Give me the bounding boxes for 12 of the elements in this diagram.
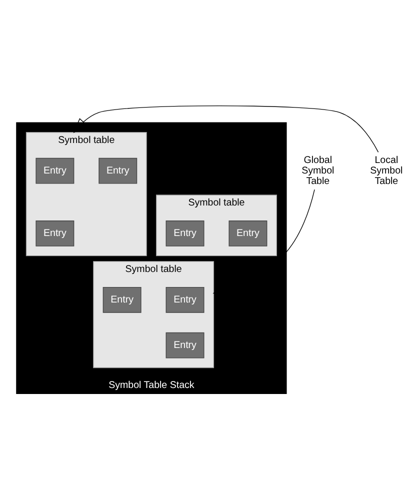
node-text: Local Symbol Table bbox=[370, 154, 403, 186]
node-text: Global Symbol Table bbox=[302, 154, 334, 186]
node-box: Entry bbox=[36, 157, 74, 184]
node-box: Entry bbox=[36, 220, 74, 246]
node-box: Entry bbox=[102, 286, 142, 312]
node-box: Entry bbox=[166, 220, 204, 246]
node-box: Entry bbox=[228, 220, 268, 246]
arrow bbox=[212, 188, 315, 294]
node-box: Entry bbox=[166, 332, 204, 358]
node-box: Entry bbox=[98, 157, 138, 184]
node-box: Entry bbox=[166, 286, 204, 312]
arrow bbox=[73, 104, 379, 152]
